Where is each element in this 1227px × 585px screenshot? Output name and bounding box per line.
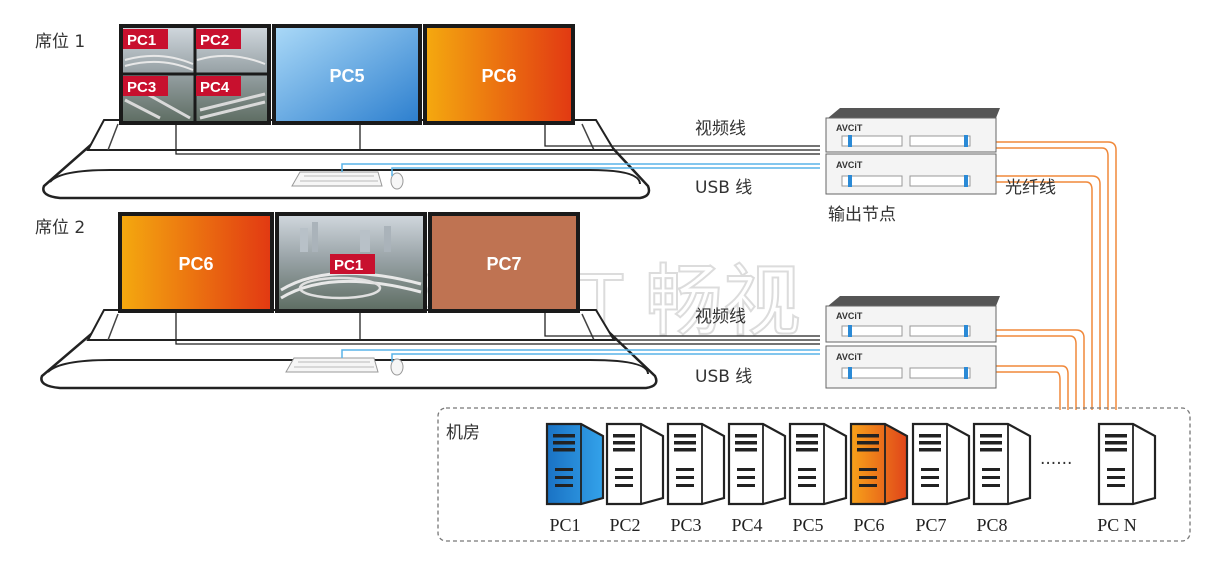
- computer-tower: PC N: [1097, 422, 1157, 535]
- computer-label: PC4: [731, 515, 762, 535]
- ellipsis: ......: [1040, 449, 1072, 469]
- computer-label: PC5: [792, 515, 823, 535]
- output-node-label: 输出节点: [828, 205, 896, 225]
- computer-tower: PC7: [911, 422, 971, 535]
- seat-2-screen-1-label: PC6: [178, 254, 213, 274]
- computer-tower: PC4: [727, 422, 787, 535]
- tile-tag-pc1: [123, 29, 168, 49]
- fiber-lines: [996, 141, 1117, 410]
- tile-tag-pc1-label: PC1: [127, 32, 156, 49]
- server-room-label: 机房: [446, 423, 480, 443]
- usb-cable-label-2: USB 线: [695, 367, 752, 387]
- computer-tower: PC5: [788, 422, 848, 535]
- computer-label: PC N: [1097, 515, 1137, 535]
- usb-cable-label-1: USB 线: [695, 178, 752, 198]
- computer-row: PC1 PC2 PC3 PC4 PC5 PC6 PC7 PC8 PC N: [545, 422, 1157, 535]
- seat-2-label: 席位 2: [35, 218, 85, 238]
- fiber-cable-label: 光纤线: [1005, 178, 1056, 198]
- node-4-brand: AVCiT: [836, 352, 863, 362]
- seat-2: 席位 2 PC6 PC1 PC7: [35, 212, 820, 390]
- computer-tower: PC6: [849, 422, 909, 535]
- seat-2-screen-3-label: PC7: [486, 254, 521, 274]
- computer-label: PC7: [915, 515, 946, 535]
- seat-1-screen-3: [427, 28, 571, 121]
- seat-1-tile-tags: PC1 PC2 PC3 PC4: [123, 29, 241, 96]
- seat-2-screen-2-label: PC1: [334, 257, 363, 274]
- node-3-brand: AVCiT: [836, 311, 863, 321]
- node-2-brand: AVCiT: [836, 160, 863, 170]
- seat-2-screen-3: [432, 216, 576, 309]
- seat-1-screen-2-label: PC5: [329, 66, 364, 86]
- seat-1-screen-3-label: PC6: [481, 66, 516, 86]
- node-1-brand: AVCiT: [836, 123, 863, 133]
- video-cable-label-1: 视频线: [695, 119, 746, 139]
- tile-tag-pc3: [123, 76, 168, 96]
- computer-tower: PC1: [545, 422, 605, 535]
- computer-tower: PC3: [666, 422, 726, 535]
- computer-label: PC2: [609, 515, 640, 535]
- tile-tag-pc2: [196, 29, 241, 49]
- tile-tag-pc3-label: PC3: [127, 79, 156, 96]
- seat-1: 席位 1 PC1 PC2 PC3 PC4: [35, 24, 820, 200]
- tile-tag-pc4-label: PC4: [200, 79, 230, 96]
- computer-label: PC8: [976, 515, 1007, 535]
- computer-tower: PC8: [972, 422, 1032, 535]
- computer-label: PC1: [549, 515, 580, 535]
- output-node-2: [825, 153, 997, 195]
- video-cable-label-2: 视频线: [695, 307, 746, 327]
- server-room-box: [437, 407, 1191, 542]
- tile-tag-pc2-label: PC2: [200, 32, 229, 49]
- output-node-group-1: AVCiT AVCiT: [825, 108, 1000, 195]
- computer-tower: PC2: [605, 422, 665, 535]
- seat-2-screen-1: [122, 216, 270, 309]
- seat-1-screen-2: [276, 28, 418, 121]
- seat-1-screen-1: [123, 28, 267, 121]
- output-node-group-2: AVCiT AVCiT: [825, 296, 1000, 389]
- tile-tag-pc4: [196, 76, 241, 96]
- seat-1-label: 席位 1: [35, 32, 85, 52]
- tile-tag-seat2-pc1: [330, 254, 375, 274]
- computer-label: PC3: [670, 515, 701, 535]
- computer-label: PC6: [853, 515, 884, 535]
